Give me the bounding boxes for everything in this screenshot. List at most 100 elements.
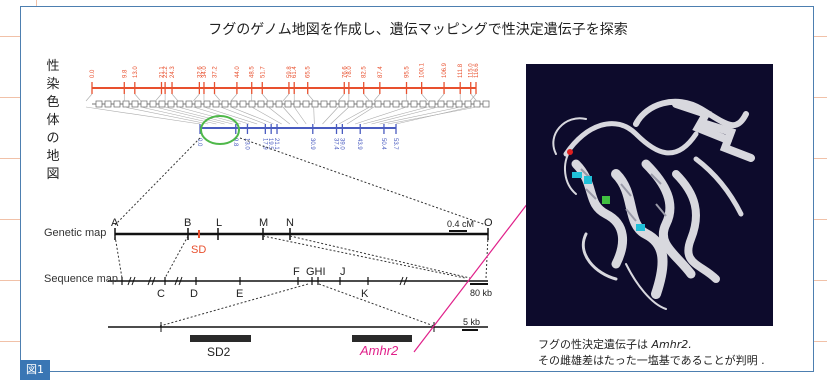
scaffold-box xyxy=(329,100,337,108)
marker-B: B xyxy=(184,217,192,229)
blue-tick-label: 43.9 xyxy=(356,138,362,150)
scaffold-box xyxy=(392,100,400,108)
scaffold-row xyxy=(92,100,490,108)
red-tick-label: 115.0 xyxy=(469,63,475,78)
blue-tick-label: 17.9 xyxy=(261,138,267,150)
sex-chrom-char: 性 xyxy=(46,59,60,74)
scaffold-box xyxy=(239,100,247,108)
sex-chrom-char: 染 xyxy=(46,77,60,92)
red-tick-label: 87.4 xyxy=(378,66,384,78)
scaffold-box xyxy=(230,100,238,108)
red-tick-label: 100.1 xyxy=(420,62,426,78)
sd2-gene-block xyxy=(190,335,251,342)
scale-cm-label: 0.4 cM xyxy=(447,219,475,229)
caption-gene: Amhr2. xyxy=(651,338,692,351)
scaffold-box xyxy=(113,100,121,108)
scaffold-box xyxy=(482,100,490,108)
red-tick-label: 9.8 xyxy=(122,69,128,78)
sequence-break xyxy=(127,276,136,286)
marker-C: C xyxy=(157,288,165,300)
marker-J: J xyxy=(340,266,346,278)
scaffold-box xyxy=(257,100,265,108)
scaffold-box xyxy=(284,100,292,108)
caption-line-2: その雌雄差はたった一塩基であることが判明 . xyxy=(538,354,765,367)
scaffold-box xyxy=(428,100,436,108)
projection-line xyxy=(239,137,487,226)
red-tick-label: 21.1 xyxy=(159,66,165,78)
sex-chrom-char: 地 xyxy=(46,149,60,164)
red-tick-label: 61.4 xyxy=(292,66,298,78)
scaffold-box xyxy=(95,100,103,108)
red-tick-label: 0.0 xyxy=(90,69,96,78)
caption-prefix: フグの性決定遺伝子は xyxy=(538,338,652,351)
red-tick-label: 76.6 xyxy=(342,66,348,78)
scaffold-box xyxy=(221,100,229,108)
red-tick-label: 24.3 xyxy=(170,66,176,78)
amhr2-gene-block xyxy=(352,335,412,342)
scaffold-box xyxy=(437,100,445,108)
genetic-map-label: Genetic map xyxy=(44,227,107,239)
blue-tick-label: 37.4 xyxy=(333,138,339,150)
scaffold-box xyxy=(455,100,463,108)
red-tick-label: 13.0 xyxy=(133,66,139,78)
sd-region-circle xyxy=(200,115,240,145)
blue-tick-label: 9.8 xyxy=(232,138,238,147)
sex-chrom-char: 図 xyxy=(46,167,60,182)
scaffold-box xyxy=(419,100,427,108)
scaffold-box xyxy=(167,100,175,108)
blue-tick-label: 19.5 xyxy=(267,138,273,150)
red-tick-label: 51.7 xyxy=(260,66,266,78)
red-tick-label: 65.5 xyxy=(306,66,312,78)
scaffold-box xyxy=(383,100,391,108)
marker-A: A xyxy=(111,217,119,229)
scaffold-box xyxy=(338,100,346,108)
red-tick-label: 82.5 xyxy=(362,66,368,78)
blue-tick-label: 50.4 xyxy=(380,138,386,150)
sex-chrom-char: 色 xyxy=(46,95,60,110)
scaffold-box xyxy=(365,100,373,108)
blue-tick-label: 21.1 xyxy=(273,138,279,150)
scaffold-box xyxy=(140,100,148,108)
scaffold-box xyxy=(275,100,283,108)
sequence-map-label: Sequence map xyxy=(44,273,118,285)
scaffold-box xyxy=(194,100,202,108)
scaffold-box xyxy=(473,100,481,108)
scaffold-box xyxy=(374,100,382,108)
scaffold-box xyxy=(347,100,355,108)
blue-tick-label: 39.0 xyxy=(338,138,344,150)
sd2-label: SD2 xyxy=(207,345,231,359)
scale-5kb-label: 5 kb xyxy=(463,317,481,327)
scaffold-box xyxy=(464,100,472,108)
marker-F: F xyxy=(293,266,300,278)
red-tick-label: 78.0 xyxy=(347,66,353,78)
scaffold-box xyxy=(212,100,220,108)
blue-tick-label: 30.9 xyxy=(309,138,315,150)
blue-tick-label: 13.0 xyxy=(243,138,249,150)
blue-tick-label: 0.0 xyxy=(196,138,202,147)
marker-M: M xyxy=(259,217,269,229)
amhr2-label: Amhr2 xyxy=(360,343,399,358)
marker-O: O xyxy=(484,217,493,229)
red-tick-label: 44.0 xyxy=(235,66,241,78)
marker-N: N xyxy=(286,217,294,229)
scaffold-box xyxy=(176,100,184,108)
scaffold-box xyxy=(293,100,301,108)
red-tick-label: 34.0 xyxy=(202,66,208,78)
sequence-break xyxy=(399,276,408,286)
red-tick-label: 95.5 xyxy=(405,66,411,78)
red-tick-label: 37.2 xyxy=(213,66,219,78)
scaffold-box xyxy=(311,100,319,108)
scaffold-box xyxy=(320,100,328,108)
scaffold-box xyxy=(248,100,256,108)
red-tick-label: 32.6 xyxy=(197,66,203,78)
figure-number-badge: 図1 xyxy=(20,360,50,380)
projection-line xyxy=(114,137,201,226)
red-tick-label: 111.8 xyxy=(458,63,464,78)
sex-chrom-char: 体 xyxy=(46,113,60,128)
map-connectors xyxy=(85,93,477,125)
scaffold-box xyxy=(203,100,211,108)
red-tick-label: 59.8 xyxy=(287,66,293,78)
